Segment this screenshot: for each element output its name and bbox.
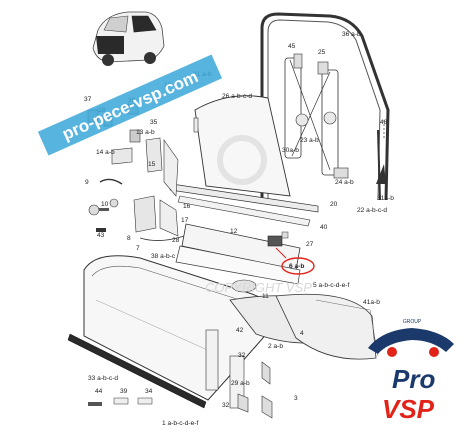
part-label-11: 11 — [262, 293, 269, 300]
window-regulator — [284, 53, 349, 179]
part-label-37: 37 — [84, 96, 92, 103]
part-label-48: 48 — [380, 119, 388, 126]
copyright-watermark: COPYRIGHT VSP — [205, 280, 312, 295]
provsp-logo: GROUP Pro VSP — [368, 319, 454, 424]
part-label-28: 28 — [172, 237, 180, 244]
part-label-8: 8 — [127, 235, 131, 242]
part-label-13: 13 a-b — [136, 129, 155, 136]
part-label-15: 15 — [148, 161, 156, 168]
door-trim-panels — [229, 293, 379, 360]
part-label-33: 33 a-b-c-d — [88, 375, 118, 382]
part-label-32b: 32 — [222, 402, 230, 409]
part-label-3: 3 — [294, 395, 298, 402]
part-label-36: 36 a-b — [342, 31, 361, 38]
part-label-44: 44 — [95, 388, 103, 395]
part-label-30: 30a-b — [282, 147, 299, 154]
part-label-10: 10 — [101, 201, 109, 208]
part-label-1: 1 a-b-c-d-e-f — [162, 420, 198, 427]
part-label-12: 12 — [230, 228, 238, 235]
car-thumbnail — [92, 11, 165, 66]
part-label-17: 17 — [181, 217, 189, 224]
lower-moulding-33 — [67, 333, 207, 409]
part-label-43: 43 — [97, 232, 105, 239]
door-glass-21 — [194, 95, 291, 197]
part-label-45: 45 — [288, 43, 296, 50]
inner-trim-panel — [175, 223, 301, 285]
part-label-41: 41a-b — [363, 299, 380, 306]
part-label-25: 25 — [318, 49, 326, 56]
part-label-27: 27 — [306, 241, 314, 248]
part-label-42: 42 — [236, 327, 244, 334]
part-label-16: 16 — [183, 203, 191, 210]
part-label-9: 9 — [85, 179, 89, 186]
badges — [88, 397, 153, 406]
part-label-23: 23 a-b — [300, 137, 319, 144]
part-label-24: 24 a-b — [335, 179, 354, 186]
logo-group-text: GROUP — [403, 319, 422, 325]
part-label-20: 20 — [330, 201, 338, 208]
part-label-26: 26 a-b-c-d — [222, 93, 252, 100]
glass-guides — [376, 120, 386, 201]
part-label-38b: 38 a-b-c — [151, 253, 176, 260]
part-label-39: 39 — [120, 388, 128, 395]
seal-strips — [169, 117, 319, 227]
window-seal-36 — [260, 12, 390, 201]
part-label-6: 6 a-b — [289, 263, 304, 270]
part-label-34: 34 — [145, 388, 153, 395]
logo-line2: VSP — [382, 394, 435, 424]
part-label-2: 2 a-b — [268, 343, 283, 350]
part-labels: 36 a-b452521 a-b1926 a-b-c-d371838483513… — [84, 31, 394, 427]
part-label-14: 14 a-b — [96, 149, 115, 156]
part-label-7: 7 — [136, 245, 140, 252]
part-label-5: 5 a-b-c-d-e-f — [313, 282, 349, 289]
part-label-22: 22 a-b-c-d — [357, 207, 387, 214]
hinges — [205, 329, 273, 419]
highlight-callout — [275, 247, 315, 275]
part-label-29: 29 a-b — [231, 380, 250, 387]
part-label-32: 32 — [238, 352, 246, 359]
logo-line1: Pro — [392, 364, 435, 394]
part-label-4: 4 — [300, 330, 304, 337]
part-label-40: 40 — [320, 224, 328, 231]
part-label-31: 31a-b — [377, 195, 394, 202]
part-label-35: 35 — [150, 119, 158, 126]
